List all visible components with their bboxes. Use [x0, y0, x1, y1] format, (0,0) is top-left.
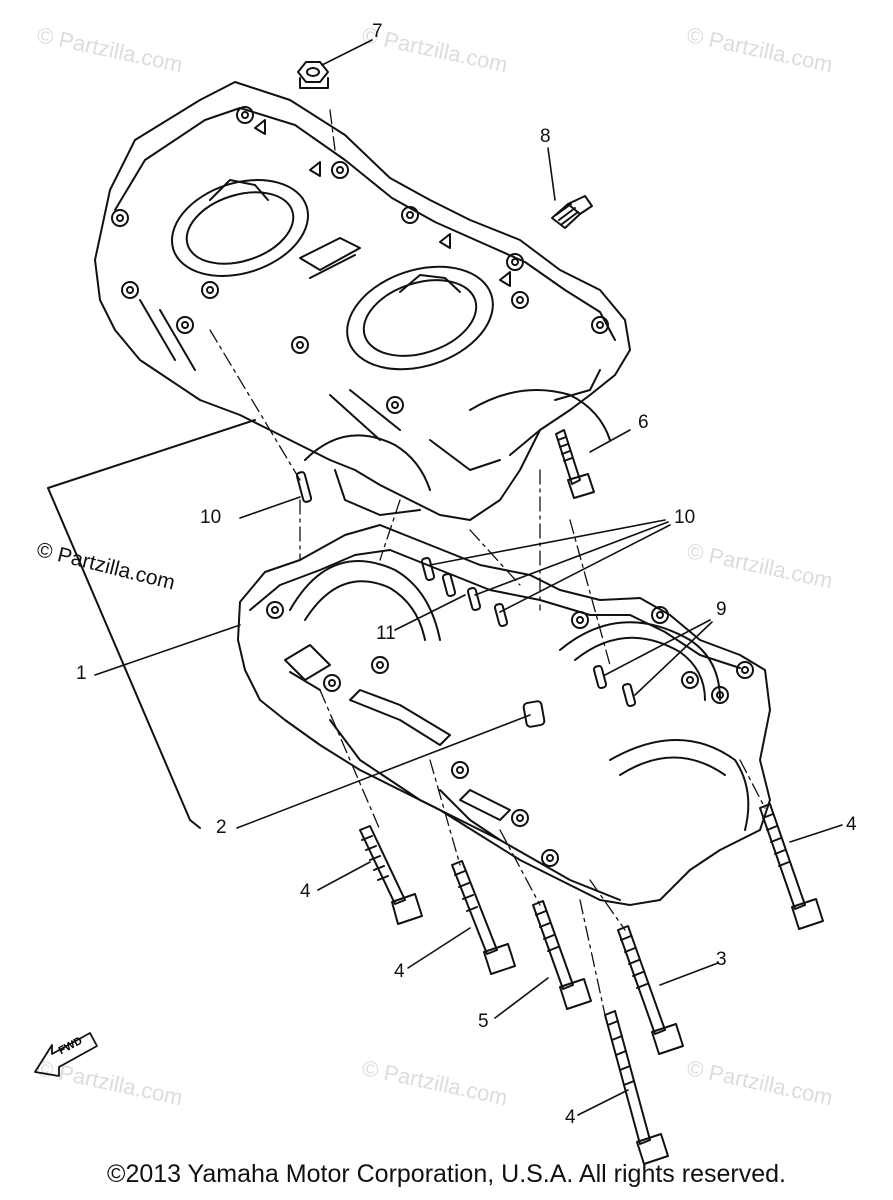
callout-8: 8 — [540, 126, 551, 147]
callout-4-middle: 4 — [394, 961, 405, 982]
nut-part-7 — [297, 61, 329, 89]
upper-crankcase — [94, 81, 631, 521]
callout-10-left: 10 — [200, 507, 222, 528]
bolt-part-6 — [555, 429, 595, 499]
callout-4-bottom: 4 — [565, 1107, 576, 1128]
callout-7: 7 — [372, 21, 383, 42]
callout-5: 5 — [478, 1011, 489, 1032]
callout-4-right: 4 — [846, 814, 857, 835]
lower-crankcase — [237, 524, 771, 906]
callout-10-right: 10 — [674, 507, 696, 528]
callout-2: 2 — [216, 817, 227, 838]
screw-part-8 — [551, 195, 593, 229]
copyright-notice: ©2013 Yamaha Motor Corporation, U.S.A. A… — [107, 1160, 786, 1188]
callout-1: 1 — [76, 663, 87, 684]
callout-3: 3 — [716, 949, 727, 970]
dowel-pins — [295, 471, 637, 707]
crankcase-bolts — [359, 803, 824, 1165]
leader-lines — [94, 39, 843, 1116]
callout-4-left: 4 — [300, 881, 311, 902]
alignment-lines — [209, 109, 766, 1016]
callout-6: 6 — [638, 412, 649, 433]
fwd-arrow-icon — [34, 1032, 98, 1077]
callout-9: 9 — [716, 599, 727, 620]
callout-11: 11 — [376, 623, 396, 644]
assembly-bracket — [47, 419, 256, 829]
